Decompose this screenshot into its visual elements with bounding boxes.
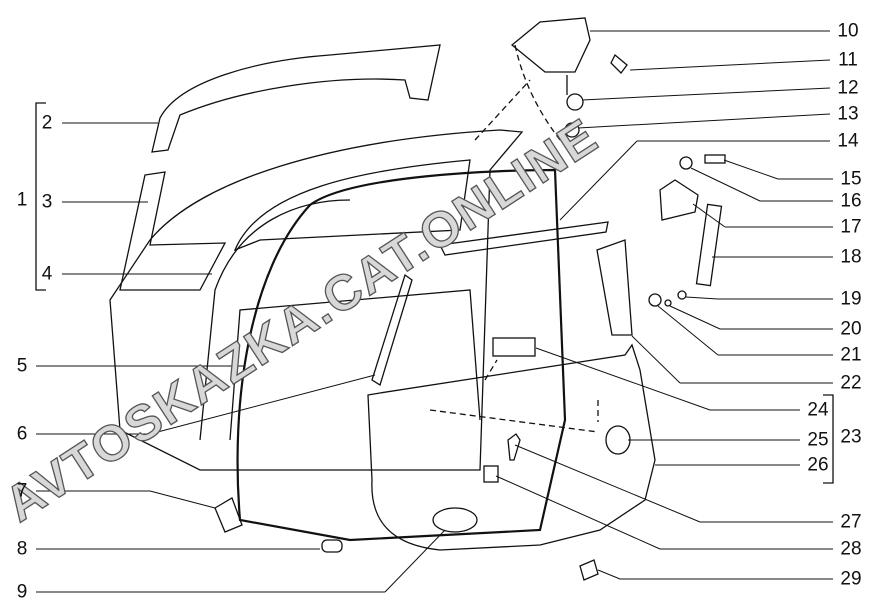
part-16-bracket <box>659 179 699 221</box>
callout-11: 11 <box>838 49 858 71</box>
part-6-strip <box>371 273 413 387</box>
callout-23: 23 <box>840 426 862 448</box>
callout-13: 13 <box>837 103 859 125</box>
callout-26: 26 <box>807 454 829 476</box>
part-26-trim-panel <box>367 343 656 551</box>
callout-22: 22 <box>840 372 862 394</box>
part-4-door-inner-panel <box>109 129 524 471</box>
callout-20: 20 <box>840 318 862 340</box>
callout-8: 8 <box>16 538 28 560</box>
callout-15: 15 <box>840 168 862 190</box>
part-18-strut <box>695 203 723 287</box>
part-13-nut <box>564 122 580 138</box>
leader-lines <box>36 30 833 593</box>
part-11-bolt <box>610 53 628 74</box>
callout-10: 10 <box>837 20 859 42</box>
callout-17: 17 <box>840 216 862 238</box>
part-24-clip <box>492 337 536 357</box>
part-8-plug <box>321 539 343 553</box>
inner-frame <box>199 199 481 441</box>
callout-12: 12 <box>837 77 859 99</box>
callout-2: 2 <box>41 112 53 134</box>
callout-27: 27 <box>840 511 862 533</box>
part-2-upper-trim <box>151 44 441 153</box>
part-27-screw <box>507 433 521 461</box>
window-opening <box>233 159 471 252</box>
callout-4: 4 <box>41 263 53 285</box>
part-10-hinge <box>510 17 591 73</box>
callout-3: 3 <box>41 191 53 213</box>
callout-14: 14 <box>837 130 859 152</box>
part-14-guide <box>439 221 609 256</box>
part-22-pillar-trim <box>596 239 633 336</box>
part-7-bumper <box>214 497 243 533</box>
part-29-clip <box>579 559 599 581</box>
callout-5: 5 <box>16 355 28 377</box>
callout-29: 29 <box>840 568 862 590</box>
callout-25: 25 <box>807 429 829 451</box>
callout-21: 21 <box>840 344 862 366</box>
callout-16: 16 <box>840 190 862 212</box>
part-15-bolt <box>704 154 726 164</box>
callout-1: 1 <box>16 189 28 211</box>
callout-18: 18 <box>840 246 862 268</box>
part-3-side-trim <box>119 171 227 291</box>
callout-9: 9 <box>16 581 28 603</box>
part-28-clip <box>483 465 499 483</box>
callout-28: 28 <box>840 538 862 560</box>
part-12-washer <box>566 93 584 111</box>
callout-7: 7 <box>16 480 28 502</box>
callout-19: 19 <box>840 288 862 310</box>
callout-6: 6 <box>16 423 28 445</box>
part-5-seal <box>236 168 567 542</box>
part-9-handle <box>432 507 478 533</box>
part-25-plug <box>605 425 631 455</box>
callout-24: 24 <box>807 399 829 421</box>
